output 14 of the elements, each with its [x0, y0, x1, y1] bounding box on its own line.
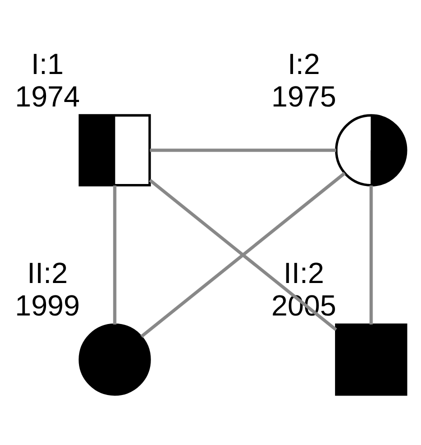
- connector: [150, 148, 336, 152]
- node-circle: [78, 324, 151, 396]
- node-box: [335, 324, 408, 396]
- connector: [370, 185, 373, 324]
- node-label: 1974: [14, 81, 80, 114]
- node-label: 1975: [271, 81, 336, 114]
- node-label: I:1: [31, 48, 64, 81]
- node-label: II:2: [284, 258, 324, 290]
- node-label: I:2: [288, 48, 320, 81]
- connector: [140, 172, 346, 338]
- connector: [113, 185, 116, 324]
- node-label: II:2: [27, 258, 68, 290]
- connector: [148, 178, 338, 332]
- node-label: 1999: [14, 290, 80, 323]
